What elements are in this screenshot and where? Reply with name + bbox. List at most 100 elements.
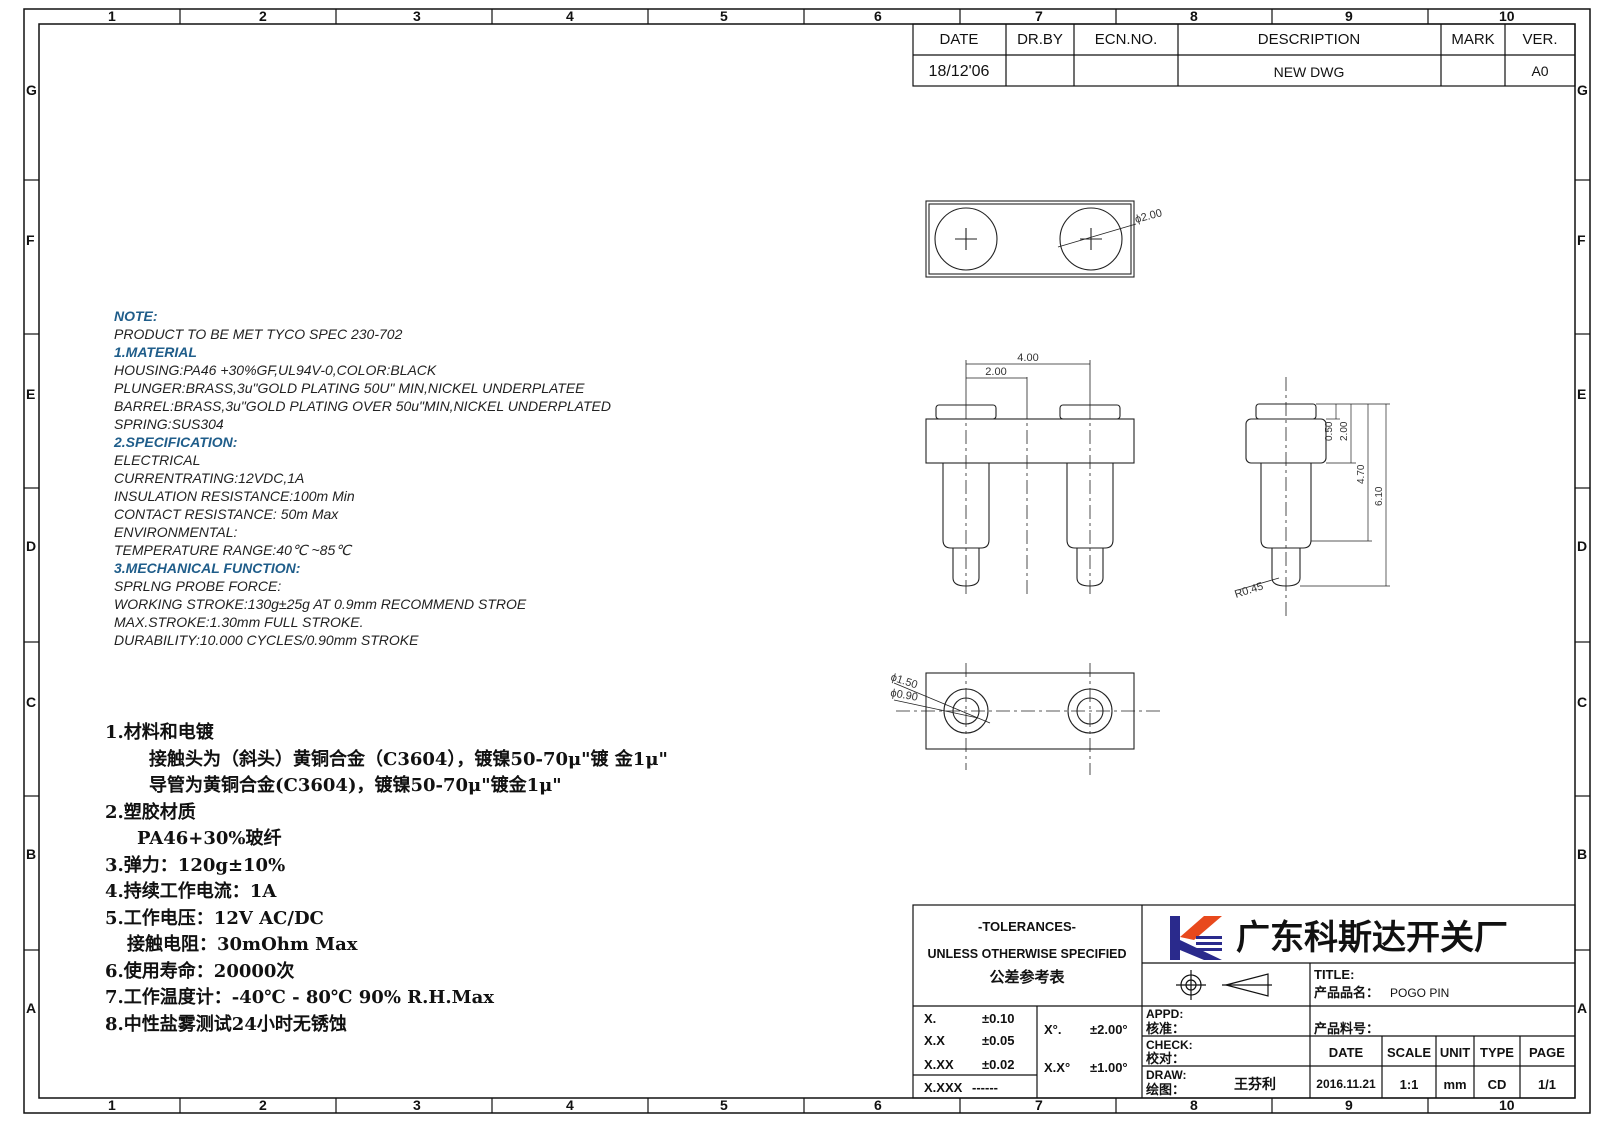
grid-col-bottom-3: 3 [413, 1097, 421, 1113]
grid-col-bottom-10: 10 [1499, 1097, 1515, 1113]
grid-row-right-G: G [1577, 82, 1588, 98]
appd-cn-label: 核准： [1146, 1021, 1185, 1036]
company-name: 广东科斯达开关厂 [1236, 918, 1508, 957]
frame-ticks [24, 9, 1590, 1113]
product-no-cn-label: 产品料号： [1314, 1021, 1379, 1036]
grid-col-top-3: 3 [413, 8, 421, 24]
rev-description: NEW DWG [1274, 64, 1345, 80]
cn-spec-line: 5.工作电压：12V AC/DC [105, 907, 324, 929]
tb-header-type: TYPE [1480, 1045, 1514, 1060]
rev-date: 18/12'06 [929, 63, 990, 80]
tol-val-2: ±0.02 [982, 1057, 1014, 1072]
grid-row-left-A: A [26, 1000, 37, 1016]
tb-page: 1/1 [1538, 1077, 1556, 1092]
dim-side-050: 0.50 [1324, 421, 1335, 441]
grid-row-left-C: C [26, 694, 37, 710]
tb-header-scale: SCALE [1387, 1045, 1431, 1060]
cn-spec-line: 4.持续工作电流：1A [105, 881, 277, 902]
grid-row-right-A: A [1577, 1000, 1588, 1016]
grid-row-left-G: G [26, 82, 37, 98]
cn-spec-line: 7.工作温度计：-40℃ - 80℃ 90% R.H.Max [105, 987, 495, 1008]
rev-header-drby: DR.BY [1017, 31, 1063, 48]
note-line: WORKING STROKE:130g±25g AT 0.9mm RECOMME… [114, 596, 527, 612]
note-line: MAX.STROKE:1.30mm FULL STROKE. [114, 614, 364, 630]
tb-header-page: PAGE [1529, 1045, 1565, 1060]
note-line: PRODUCT TO BE MET TYCO SPEC 230-702 [114, 326, 403, 342]
note-line: SPRLNG PROBE FORCE: [114, 578, 282, 594]
rev-header-ecn: ECN.NO. [1095, 31, 1158, 48]
grid-col-bottom-5: 5 [720, 1097, 728, 1113]
ang-key-1: X.X° [1044, 1060, 1070, 1075]
title-label: TITLE: [1314, 967, 1354, 982]
note-line: PLUNGER:BRASS,3u"GOLD PLATING 50U" MIN,N… [114, 380, 585, 396]
note-line: DURABILITY:10.000 CYCLES/0.90mm STROKE [114, 632, 419, 648]
tol-val-0: ±0.10 [982, 1011, 1014, 1026]
tb-type: CD [1488, 1077, 1507, 1092]
grid-row-right-B: B [1577, 846, 1588, 862]
note-line: BARREL:BRASS,3u"GOLD PLATING OVER 50u"MI… [114, 398, 611, 414]
tb-scale: 1:1 [1400, 1077, 1419, 1092]
dim-pitch: 4.00 [1017, 352, 1038, 364]
grid-col-top-7: 7 [1035, 8, 1043, 24]
rev-header-mark: MARK [1451, 31, 1494, 48]
company-logo [1170, 916, 1222, 960]
cn-spec-line: 1.材料和电镀 [105, 722, 214, 743]
tb-header-date: DATE [1329, 1045, 1364, 1060]
grid-row-left-E: E [26, 386, 36, 402]
bottom-view: ϕ1.50 ϕ0.90 [889, 663, 1164, 775]
grid-row-right-D: D [1577, 538, 1588, 554]
tb-date: 2016.11.21 [1316, 1077, 1376, 1091]
front-view: 4.00 2.00 [925, 352, 1135, 596]
dim-half-pitch: 2.00 [985, 366, 1006, 378]
cn-spec-line: 导管为黄铜合金(C3604)，镀镍50-70μ"镀金1μ" [149, 775, 562, 796]
dim-bottom-dia-090: ϕ0.90 [889, 687, 918, 704]
cn-spec-line: 2.塑胶材质 [105, 801, 196, 823]
note-line: CURRENTRATING:12VDC,1A [114, 470, 305, 486]
grid-col-top-5: 5 [720, 8, 728, 24]
dim-side-470: 4.70 [1356, 464, 1367, 484]
rev-ver: A0 [1531, 63, 1548, 79]
grid-col-top-9: 9 [1345, 8, 1353, 24]
tol-key-3: X.XXX [924, 1080, 963, 1095]
projection-symbol [1176, 970, 1272, 1000]
appd-label: APPD: [1146, 1007, 1183, 1021]
note-heading: 1.MATERIAL [114, 344, 197, 360]
dim-radius: R0.45 [1233, 580, 1265, 600]
ang-val-0: ±2.00° [1090, 1022, 1128, 1037]
tol-val-1: ±0.05 [982, 1033, 1014, 1048]
grid-row-right-C: C [1577, 694, 1588, 710]
grid-row-right-F: F [1577, 232, 1586, 248]
rev-header-ver: VER. [1522, 31, 1557, 48]
revision-table: DATE DR.BY ECN.NO. DESCRIPTION MARK VER.… [912, 23, 1576, 87]
grid-col-top-10: 10 [1499, 8, 1515, 24]
cn-spec-line: 6.使用寿命：20000次 [105, 960, 295, 982]
grid-row-right-E: E [1577, 386, 1587, 402]
cn-spec-line: 3.弹力：120g±10% [105, 854, 286, 876]
cn-spec-line: 8.中性盐雾测试24小时无锈蚀 [105, 1013, 347, 1035]
note-line: HOUSING:PA46 +30%GF,UL94V-0,COLOR:BLACK [114, 362, 437, 378]
note-line: ENVIRONMENTAL: [114, 524, 238, 540]
grid-col-top-6: 6 [874, 8, 882, 24]
tb-unit: mm [1443, 1077, 1466, 1092]
dim-side-200: 2.00 [1339, 421, 1350, 441]
dim-side-610: 6.10 [1374, 486, 1385, 506]
cn-spec-line: PA46+30%玻纤 [137, 828, 282, 849]
note-heading: NOTE: [114, 308, 158, 324]
dim-top-diameter: ϕ2.00 [1134, 207, 1164, 226]
grid-col-top-2: 2 [259, 8, 267, 24]
draw-cn-label: 绘图： [1146, 1082, 1185, 1097]
grid-row-left-F: F [26, 232, 35, 248]
tol-val-3: ------ [972, 1080, 998, 1095]
sheet-frame [23, 8, 1591, 1114]
grid-col-bottom-7: 7 [1035, 1097, 1043, 1113]
tol-key-1: X.X [924, 1033, 945, 1048]
note-line: CONTACT RESISTANCE: 50m Max [114, 506, 339, 522]
tol-subtitle: UNLESS OTHERWISE SPECIFIED [927, 947, 1126, 961]
grid-col-bottom-4: 4 [566, 1097, 574, 1113]
tol-key-0: X. [924, 1011, 936, 1026]
note-heading: 2.SPECIFICATION: [114, 434, 238, 450]
ang-val-1: ±1.00° [1090, 1060, 1128, 1075]
note-line: TEMPERATURE RANGE:40℃ ~85℃ [114, 542, 351, 558]
grid-col-bottom-2: 2 [259, 1097, 267, 1113]
